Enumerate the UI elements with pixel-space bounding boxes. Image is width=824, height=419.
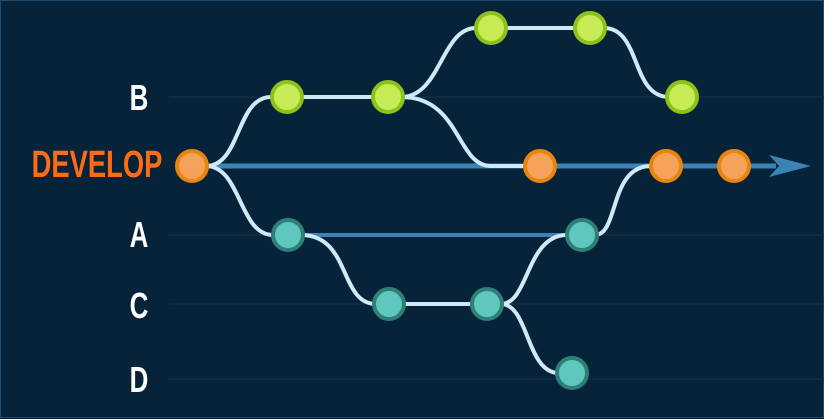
commit-b-3 [474,11,508,45]
lane-label-b: B [129,77,149,118]
connector-c-to-a [499,233,569,306]
connector-a-to-c [299,233,475,306]
connector-develop-to-a [204,164,275,237]
commit-a-2 [565,218,599,252]
commit-develop-4 [717,149,751,183]
lane-label-a: A [129,214,149,255]
connector-b-to-develop [399,95,528,168]
branch-connectors [204,26,671,375]
b-commits [270,11,699,114]
commit-b-2 [371,80,405,114]
connector-a-to-develop [593,164,653,237]
connector-develop-to-b [204,95,375,168]
connector-b-to-b-upper [399,26,578,99]
a-c-d-commits [271,218,599,390]
commit-develop-2 [523,149,557,183]
commit-c-1 [372,287,406,321]
lane-label-d: D [129,359,149,400]
commit-c-2 [470,287,504,321]
develop-arrowhead [769,155,811,177]
connector-c-to-d [499,302,561,375]
develop-commits [175,149,751,183]
commit-b-4 [573,11,607,45]
connector-b-upper-down [602,26,671,99]
lane-guides [169,96,824,380]
lane-label-c: C [129,285,149,326]
commit-a-1 [271,218,305,252]
commit-develop-3 [649,149,683,183]
commit-develop-1 [175,149,209,183]
commit-b-5 [665,80,699,114]
commit-b-1 [270,80,304,114]
commit-d-1 [555,356,589,390]
